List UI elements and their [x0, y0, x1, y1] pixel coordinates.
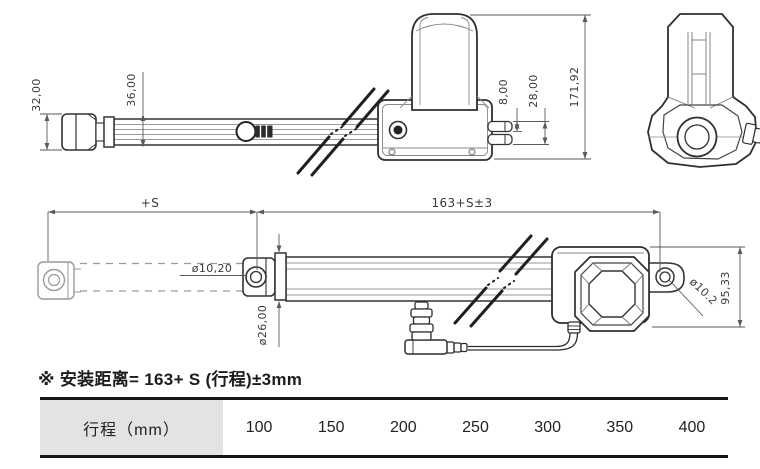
- dim-install-label: 163+S±3: [431, 196, 492, 210]
- tube: [242, 252, 556, 302]
- stroke-value: 350: [606, 418, 634, 436]
- gear-housing: [551, 246, 685, 332]
- dim-28-label: 28,00: [527, 74, 540, 108]
- break-symbol: [296, 87, 390, 177]
- dim-32-label: 32,00: [30, 78, 43, 112]
- actuator-side-view-extended: +S 163+S±3 ø10,20 ø26,00 ø10.2 95,33: [37, 196, 745, 355]
- dim-8-label: 8,00: [497, 79, 510, 105]
- dim-rear-hole-label: ø10.2: [687, 275, 720, 307]
- stroke-value: 150: [317, 418, 345, 436]
- installation-note: ※ 安装距离= 163+ S (行程)±3mm: [38, 370, 303, 389]
- dim-front-hole-label: ø10,20: [192, 262, 233, 275]
- top-view-dimensions: [40, 14, 591, 160]
- rod-and-tube: [61, 113, 393, 151]
- extended-clevis-phantom: [37, 261, 244, 300]
- stroke-value: 300: [534, 418, 561, 436]
- dim-stroke-label: +S: [141, 196, 159, 210]
- power-cable: [404, 301, 581, 355]
- dim-36-label: 36,00: [125, 73, 138, 107]
- middle-view-dimensions: [47, 209, 745, 347]
- stroke-value: 100: [245, 418, 273, 436]
- motor-housing: [377, 13, 513, 161]
- stroke-value: 200: [390, 418, 417, 436]
- stroke-value: 250: [462, 418, 489, 436]
- actuator-side-view-retracted: 32,00 36,00 8,00 28,00 171,92: [30, 13, 760, 177]
- stroke-table-header: 行程（mm）: [40, 400, 223, 455]
- stroke-value: 400: [678, 418, 706, 436]
- connector-plug: [404, 301, 468, 355]
- tube-fitting-detail: [235, 121, 273, 142]
- stroke-table: 行程（mm） 100 150 200 250 300 350 400: [40, 397, 728, 458]
- actuator-end-view: [647, 13, 760, 168]
- break-symbol: [453, 234, 549, 328]
- dim-171-label: 171,92: [568, 67, 581, 108]
- dim-housing-height-label: 95,33: [719, 271, 732, 305]
- dim-tube-dia-label: ø26,00: [256, 305, 269, 346]
